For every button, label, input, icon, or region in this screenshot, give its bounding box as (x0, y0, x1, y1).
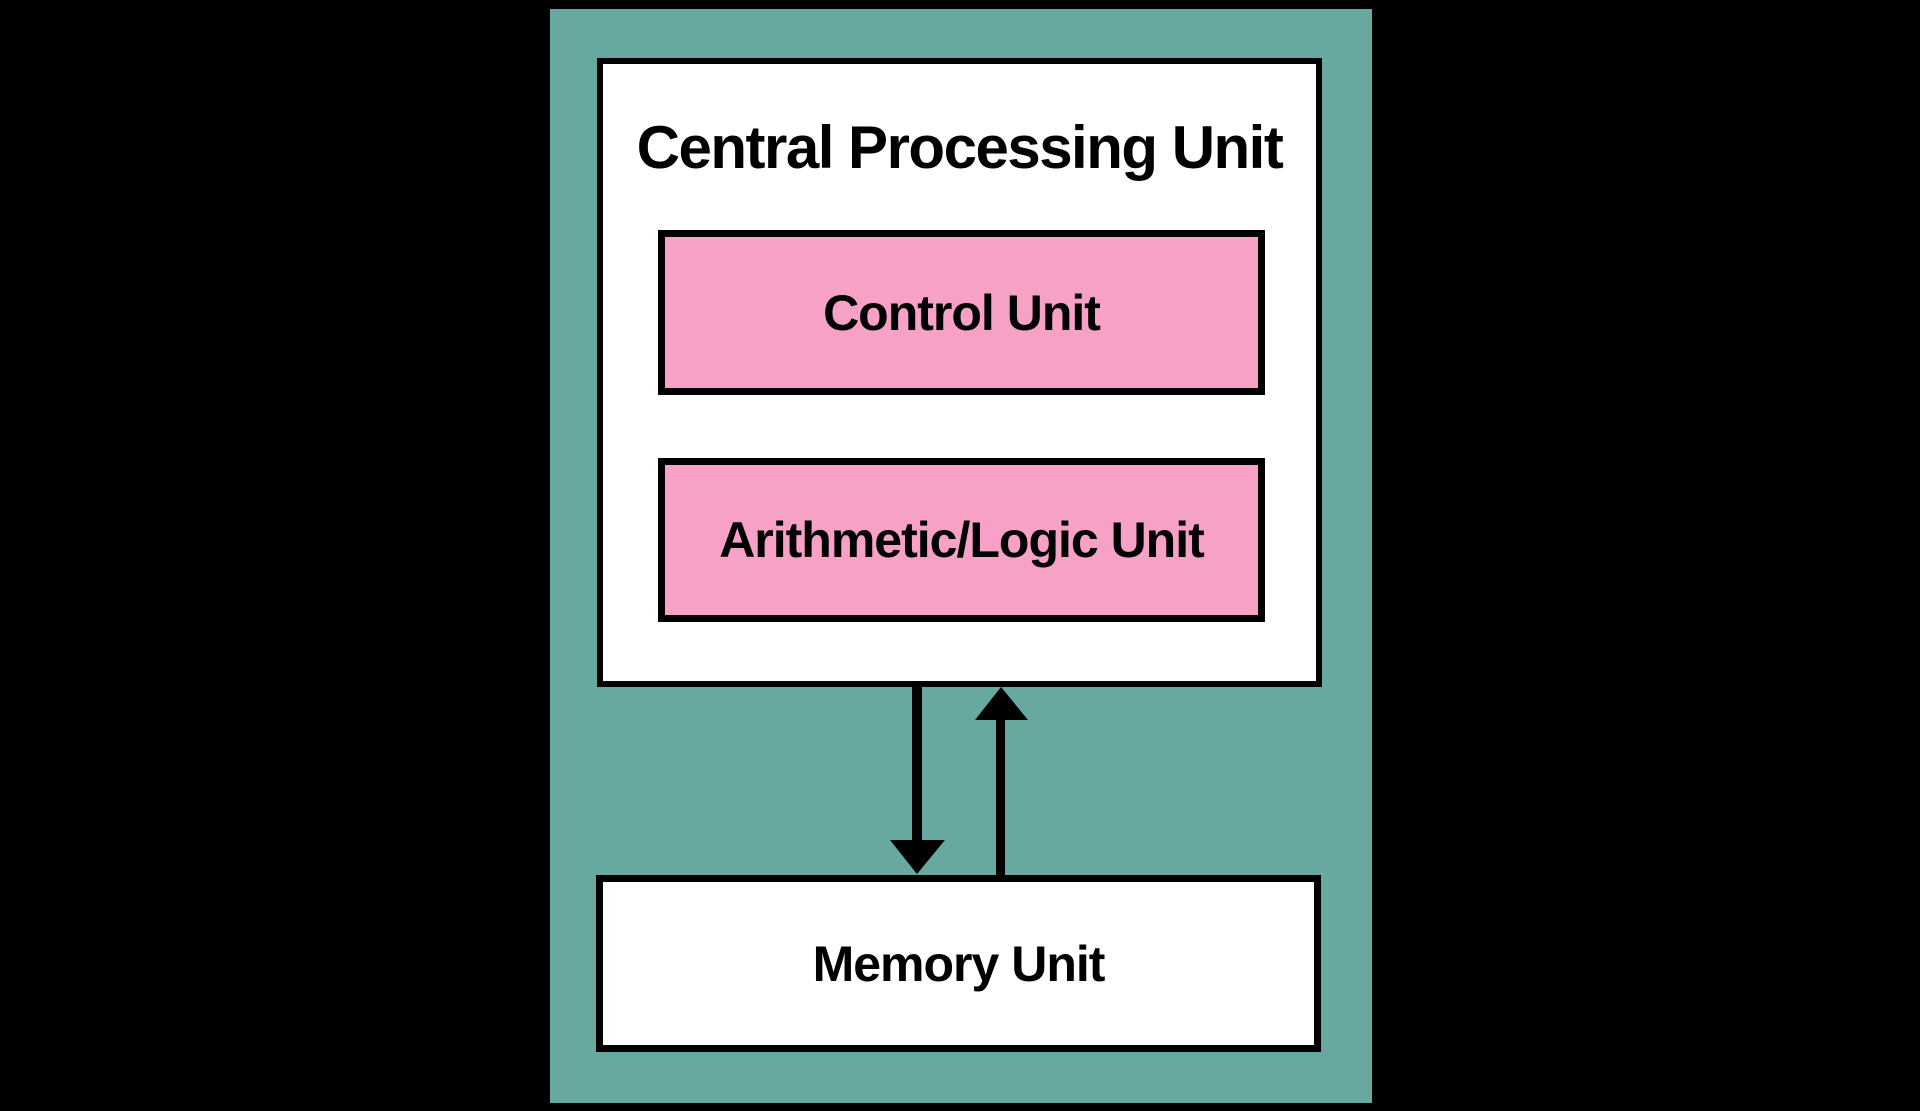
memory-unit-box: Memory Unit (596, 875, 1321, 1052)
alu-label: Arithmetic/Logic Unit (719, 512, 1205, 568)
memory-unit-label: Memory Unit (812, 935, 1106, 992)
cpu-to-memory-arrow-shaft (912, 686, 922, 842)
memory-to-cpu-arrow-shaft (996, 718, 1005, 877)
control-unit-label: Control Unit (823, 284, 1101, 341)
cpu-to-memory-arrow-head (890, 840, 945, 874)
cpu-title: Central Processing Unit (597, 64, 1322, 230)
alu-box: Arithmetic/Logic Unit (658, 458, 1265, 622)
memory-to-cpu-arrow-head (975, 687, 1028, 720)
control-unit-box: Control Unit (658, 230, 1265, 395)
cpu-title-label: Central Processing Unit (636, 113, 1284, 181)
